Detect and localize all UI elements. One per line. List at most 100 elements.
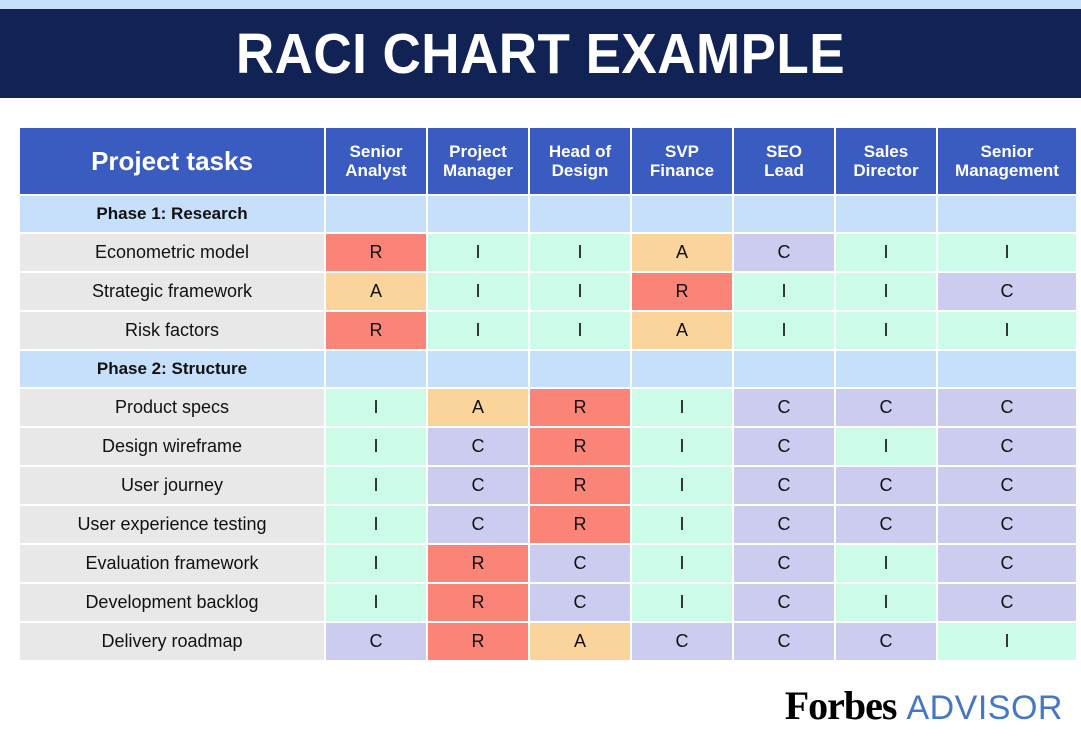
raci-cell: C	[734, 467, 834, 504]
raci-cell: C	[734, 389, 834, 426]
phase-blank-cell	[836, 196, 936, 232]
raci-cell: C	[734, 234, 834, 271]
phase-blank-cell	[938, 196, 1076, 232]
header-senior-analyst: Senior Analyst	[326, 128, 426, 194]
raci-cell: I	[632, 545, 732, 582]
raci-cell: C	[938, 584, 1076, 621]
phase-blank-cell	[632, 196, 732, 232]
phase-blank-cell	[836, 351, 936, 387]
raci-cell: C	[938, 467, 1076, 504]
header-line-1: Senior	[349, 141, 403, 161]
table-header-row: Project tasks Senior Analyst Project Man…	[20, 128, 1076, 194]
raci-cell: A	[530, 623, 630, 660]
raci-cell: I	[428, 312, 528, 349]
raci-cell: I	[938, 234, 1076, 271]
raci-cell: C	[836, 467, 936, 504]
raci-cell: I	[530, 312, 630, 349]
raci-cell: I	[632, 389, 732, 426]
raci-cell: I	[938, 312, 1076, 349]
task-label: Risk factors	[20, 312, 324, 349]
header-line-2: Lead	[764, 161, 804, 180]
logo-advisor-word: ADVISOR	[906, 689, 1063, 727]
raci-cell: I	[836, 312, 936, 349]
phase-row: Phase 1: Research	[20, 196, 1076, 232]
header-line-1: SEO	[766, 141, 802, 161]
raci-cell: R	[530, 428, 630, 465]
raci-cell: I	[326, 389, 426, 426]
phase-label: Phase 1: Research	[20, 196, 324, 232]
header-sales-director: Sales Director	[836, 128, 936, 194]
raci-cell: C	[734, 506, 834, 543]
task-label: Strategic framework	[20, 273, 324, 310]
raci-cell: R	[326, 234, 426, 271]
raci-cell: R	[428, 545, 528, 582]
header-line-2: Analyst	[345, 161, 407, 180]
header-senior-management: Senior Management	[938, 128, 1076, 194]
raci-cell: I	[938, 623, 1076, 660]
phase-blank-cell	[530, 351, 630, 387]
header-line-1: Sales	[863, 141, 909, 161]
phase-blank-cell	[734, 351, 834, 387]
logo-forbes-word: Forbes	[784, 683, 898, 728]
phase-label: Phase 2: Structure	[20, 351, 324, 387]
phase-blank-cell	[734, 196, 834, 232]
raci-cell: I	[632, 584, 732, 621]
raci-cell: R	[530, 467, 630, 504]
raci-cell: I	[836, 428, 936, 465]
task-label: Product specs	[20, 389, 324, 426]
raci-cell: A	[632, 312, 732, 349]
raci-cell: I	[428, 234, 528, 271]
raci-cell: C	[734, 545, 834, 582]
raci-cell: C	[938, 545, 1076, 582]
header-line-2: Finance	[649, 161, 715, 180]
raci-cell: I	[734, 312, 834, 349]
header-line-2: Director	[853, 161, 919, 180]
phase-blank-cell	[428, 196, 528, 232]
phase-blank-cell	[530, 196, 630, 232]
raci-cell: C	[734, 428, 834, 465]
header-line-1: SVP	[664, 141, 700, 161]
header-line-1: Senior	[980, 141, 1034, 161]
header-line-1: Head of	[548, 141, 612, 161]
header-project-manager: Project Manager	[428, 128, 528, 194]
top-accent-strip	[0, 0, 1081, 9]
raci-cell: I	[428, 273, 528, 310]
raci-cell: I	[836, 234, 936, 271]
raci-cell: C	[632, 623, 732, 660]
phase-blank-cell	[428, 351, 528, 387]
header-seo-lead: SEO Lead	[734, 128, 834, 194]
raci-cell: R	[530, 389, 630, 426]
raci-cell: I	[326, 467, 426, 504]
raci-cell: I	[632, 467, 732, 504]
raci-cell: C	[836, 389, 936, 426]
phase-row: Phase 2: Structure	[20, 351, 1076, 387]
raci-cell: I	[326, 545, 426, 582]
raci-cell: C	[836, 506, 936, 543]
raci-cell: I	[734, 273, 834, 310]
task-label: Development backlog	[20, 584, 324, 621]
raci-cell: C	[326, 623, 426, 660]
raci-cell: A	[326, 273, 426, 310]
raci-cell: I	[326, 506, 426, 543]
raci-chart-table: Project tasks Senior Analyst Project Man…	[18, 126, 1078, 662]
task-label: User experience testing	[20, 506, 324, 543]
raci-cell: C	[428, 428, 528, 465]
raci-cell: I	[530, 273, 630, 310]
raci-cell: R	[428, 623, 528, 660]
raci-cell: C	[938, 389, 1076, 426]
phase-blank-cell	[632, 351, 732, 387]
forbes-advisor-logo: Forbes ADVISOR	[785, 682, 1063, 729]
raci-cell: C	[734, 623, 834, 660]
raci-cell: I	[836, 584, 936, 621]
header-line-1: Project	[449, 141, 507, 161]
raci-cell: C	[530, 584, 630, 621]
